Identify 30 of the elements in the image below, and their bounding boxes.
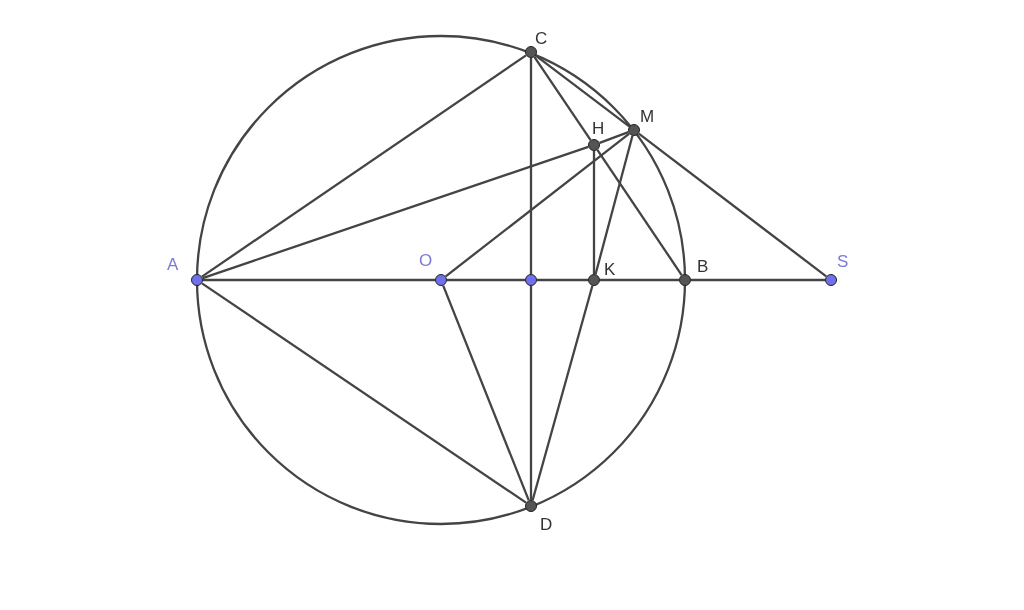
line-segment <box>447 278 525 282</box>
line-segment <box>691 278 825 282</box>
line-segment <box>201 282 527 504</box>
line-segment <box>535 54 630 128</box>
point-label: A <box>167 256 179 273</box>
line-segment <box>203 278 435 282</box>
point-label: D <box>540 516 553 533</box>
line-segment <box>202 145 589 280</box>
line-segment <box>596 149 683 276</box>
point-label: H <box>592 120 605 137</box>
line-segment <box>533 56 592 141</box>
line-segment <box>531 285 594 501</box>
line-segment <box>537 278 588 282</box>
point-label: M <box>640 108 655 125</box>
line-segment <box>201 54 527 278</box>
point-label: C <box>535 30 548 47</box>
point-marker <box>525 274 537 286</box>
line-segment <box>445 132 630 278</box>
line-segment <box>594 135 634 275</box>
line-segment <box>442 285 530 501</box>
point-label: S <box>837 253 849 270</box>
line-segment <box>638 132 827 278</box>
point-label: B <box>697 258 709 275</box>
line-segment <box>599 131 629 144</box>
line-segment <box>529 58 533 274</box>
point-label: K <box>604 261 616 278</box>
line-segment <box>529 286 533 500</box>
line-segment <box>600 278 679 282</box>
line-segment <box>592 151 596 274</box>
point-label: O <box>419 252 433 269</box>
